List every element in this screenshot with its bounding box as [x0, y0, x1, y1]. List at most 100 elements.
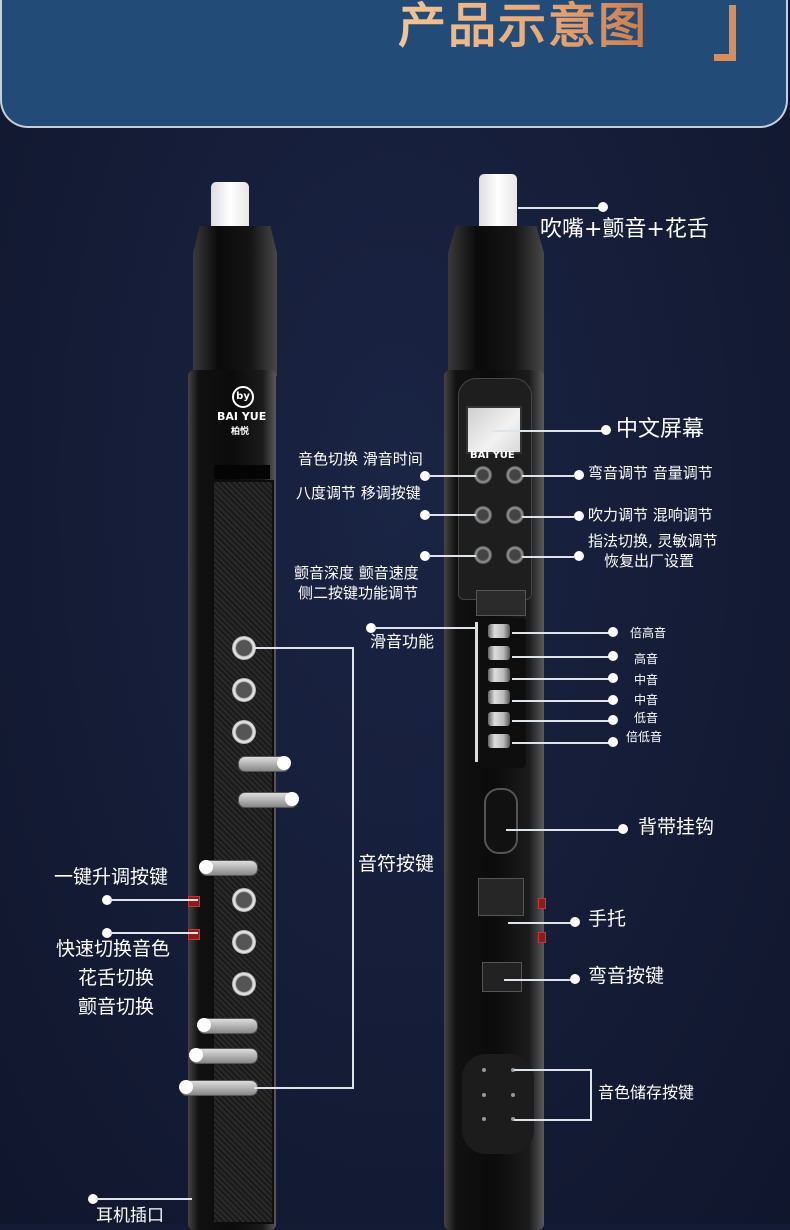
function-button[interactable]: [506, 546, 524, 564]
callout-line: [492, 430, 606, 432]
memory-key[interactable]: [482, 1117, 486, 1121]
note-key[interactable]: [232, 636, 256, 660]
callout-line: [574, 470, 584, 480]
label-hand-rest: 手托: [588, 908, 627, 930]
label-transpose-key: 一键升调按键: [54, 866, 169, 888]
label-roller-4: 中音: [634, 693, 659, 707]
callout-line: [428, 475, 476, 477]
note-key[interactable]: [232, 678, 256, 702]
octave-roller[interactable]: [488, 646, 510, 660]
label-btn-left-1: 音色切换 滑音时间: [298, 450, 423, 468]
function-button[interactable]: [474, 466, 492, 484]
lever-key[interactable]: [197, 1018, 258, 1034]
octave-roller[interactable]: [488, 690, 510, 704]
label-roller-5: 低音: [634, 711, 659, 725]
callout-line: [504, 979, 572, 981]
label-note-keys: 音符按键: [358, 853, 435, 875]
thumb-rest[interactable]: [478, 878, 524, 916]
glide-strip[interactable]: [475, 622, 478, 762]
label-btn-left-2: 八度调节 移调按键: [296, 484, 421, 502]
function-button[interactable]: [506, 506, 524, 524]
note-key[interactable]: [232, 720, 256, 744]
label-btn-right-2: 吹力调节 混响调节: [588, 506, 713, 524]
callout-line: [254, 1087, 354, 1089]
transpose-side-key[interactable]: [188, 896, 200, 907]
strap-hook[interactable]: [484, 788, 518, 854]
callout-line: [88, 1194, 98, 1204]
mouthpiece-front: [211, 182, 249, 228]
callout-line: [608, 651, 618, 661]
callout-line: [512, 656, 610, 658]
side-key[interactable]: [538, 898, 546, 909]
callout-line: [512, 742, 610, 744]
label-strap-hook: 背带挂钩: [638, 816, 715, 838]
side-key[interactable]: [538, 932, 546, 943]
screen-brand: BAI YUE: [470, 450, 515, 461]
label-btn-right-3b: 恢复出厂设置: [604, 552, 695, 570]
callout-line: [110, 932, 198, 934]
function-button[interactable]: [474, 506, 492, 524]
label-headphone-jack: 耳机插口: [96, 1206, 164, 1226]
function-button[interactable]: [474, 546, 492, 564]
label-pitch-bend: 弯音按键: [588, 965, 665, 987]
lever-key[interactable]: [199, 860, 258, 876]
label-mouthpiece: 吹嘴+颤音+花舌: [540, 217, 709, 242]
quick-switch-side-key[interactable]: [188, 929, 200, 940]
label-quick-switch-3: 颤音切换: [78, 996, 155, 1018]
glide-bridge: [476, 590, 526, 616]
label-roller-6: 倍低音: [626, 730, 663, 744]
front-slot: [214, 465, 270, 479]
octave-roller[interactable]: [488, 668, 510, 682]
callout-line: [110, 899, 198, 901]
note-key[interactable]: [232, 888, 256, 912]
callout-line: [428, 514, 476, 516]
lever-key[interactable]: [238, 792, 299, 808]
function-button[interactable]: [506, 466, 524, 484]
memory-key[interactable]: [511, 1117, 515, 1121]
brand-name-cn: 柏悦: [231, 427, 250, 437]
label-roller-3: 中音: [634, 673, 659, 687]
lever-key[interactable]: [238, 756, 291, 772]
lever-key[interactable]: [179, 1080, 258, 1096]
memory-key[interactable]: [511, 1093, 515, 1097]
memory-key[interactable]: [482, 1093, 486, 1097]
label-btn-right-3a: 指法切换, 灵敏调节: [588, 532, 718, 550]
label-screen: 中文屏幕: [616, 417, 705, 442]
callout-line: [590, 1069, 592, 1121]
callout-line: [522, 556, 574, 558]
callout-line: [512, 632, 610, 634]
callout-line: [570, 917, 580, 927]
callout-line: [420, 510, 430, 520]
octave-roller[interactable]: [488, 624, 510, 638]
label-btn-left-3a: 颤音深度 颤音速度: [294, 564, 419, 582]
note-key[interactable]: [232, 930, 256, 954]
callout-line: [522, 475, 574, 477]
callout-line: [420, 471, 430, 481]
lever-key[interactable]: [189, 1048, 258, 1064]
callout-line: [102, 928, 112, 938]
callout-line: [618, 824, 628, 834]
callout-line: [514, 1119, 592, 1121]
octave-roller[interactable]: [488, 734, 510, 748]
callout-line: [506, 829, 622, 831]
callout-line: [574, 511, 584, 521]
carbon-panel-front: [212, 480, 274, 1224]
callout-dot: [598, 202, 608, 212]
label-tone-memory: 音色储存按键: [598, 1083, 695, 1102]
callout-line: [508, 922, 572, 924]
memory-key[interactable]: [482, 1068, 486, 1072]
callout-line: [608, 695, 618, 705]
octave-roller[interactable]: [488, 712, 510, 726]
note-key[interactable]: [232, 972, 256, 996]
callout-line: [420, 551, 430, 561]
pitch-bend-button[interactable]: [482, 962, 522, 992]
memory-key[interactable]: [511, 1068, 515, 1072]
label-glide: 滑音功能: [370, 632, 435, 651]
callout-line: [514, 1069, 592, 1071]
label-quick-switch-2: 花舌切换: [78, 967, 155, 989]
callout-line: [366, 623, 376, 633]
brand-name-en: BAI YUE: [217, 410, 267, 423]
callout-line: [428, 555, 476, 557]
callout-line: [512, 678, 610, 680]
callout-line: [512, 720, 610, 722]
